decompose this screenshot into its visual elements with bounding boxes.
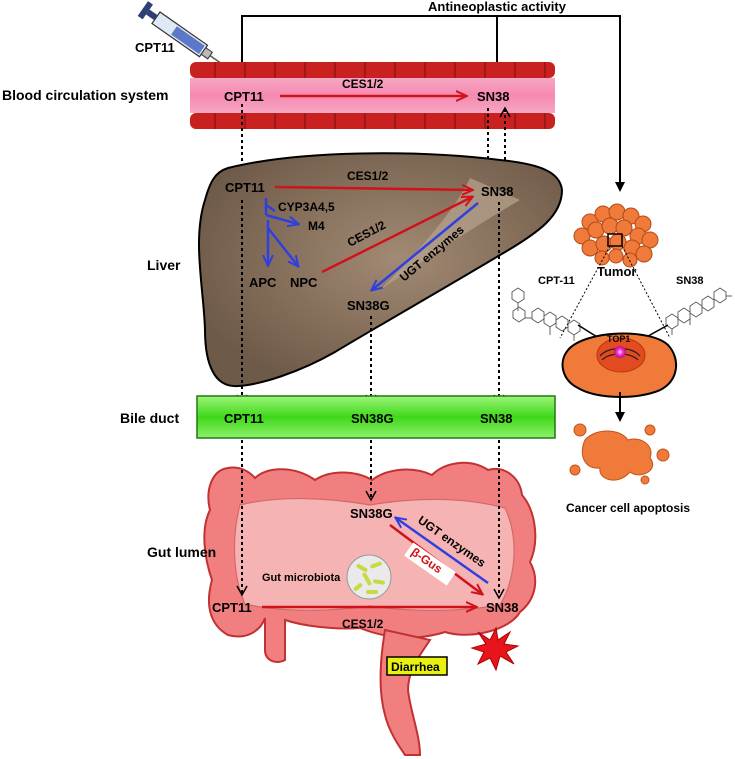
apoptosis-label: Cancer cell apoptosis [566,501,690,515]
injected-drug-label: CPT11 [135,40,175,55]
bile-duct [196,395,556,439]
tumor-label: Tumor [597,264,636,279]
cpt-11-structure-label: CPT-11 [538,275,575,287]
liver-cpt11-sn38-arrow [274,187,472,190]
gut-cpt11-label: CPT11 [212,600,252,615]
cyp-branch-arrows [266,198,298,266]
liver-cpt11-label: CPT11 [225,180,265,195]
gut-ugt-arrow [396,518,489,585]
liver-npc-sn38-arrow [321,197,472,274]
gut-sn38-label: SN38 [486,600,519,615]
apoptotic-cell-icon [569,423,670,485]
tumor-zoom-box [607,233,623,247]
gut-section-label: Gut lumen [147,544,216,560]
sn38-structure-label: SN38 [676,275,704,287]
cpt-11-molecule-icon [511,287,581,341]
antineoplastic-title: Antineoplastic activity [428,0,567,14]
blood-vessel [190,62,555,129]
liver-apc-label: APC [249,275,277,290]
microbiota-icon [346,554,392,600]
gut-sn38g-label: SN38G [350,506,393,521]
gut-enzyme-label: CES1/2 [342,617,384,631]
bile-sn38g-label: SN38G [351,411,394,426]
top1-label: TOP1 [607,334,630,344]
liver-sn38-label: SN38 [481,184,514,199]
bile-cpt11-label: CPT11 [224,411,264,426]
damage-burst-icon [470,626,520,672]
diarrhea-box [386,656,448,676]
gut-microbiota-label: Gut microbiota [262,572,341,584]
sn38-molecule-icon [665,287,732,335]
colon-shape [203,461,537,756]
blood-enzyme-label: CES1/2 [342,77,384,91]
blood-sn38-label: SN38 [477,89,510,104]
liver-npc-label: NPC [290,275,318,290]
liver-cyp-label: CYP3A4,5 [278,200,335,214]
liver-sn38g-label: SN38G [347,298,390,313]
liver-ugt-arrow [372,202,479,290]
liver-enzyme-top: CES1/2 [347,169,389,183]
liver-section-label: Liver [147,257,181,273]
zoom-line-right [621,245,671,339]
gut-bgus-bg [404,542,456,586]
tumor-cluster-icon [573,203,659,268]
diarrhea-label: Diarrhea [391,660,440,674]
liver-highlight [380,178,520,290]
blood-cpt11-label: CPT11 [224,89,264,104]
zoom-line-left [559,245,611,339]
bile-sn38-label: SN38 [480,411,513,426]
top1-enzyme-icon [599,346,641,361]
blood-section-label: Blood circulation system [2,87,168,103]
liver-m4-label: M4 [308,219,325,233]
bile-section-label: Bile duct [120,410,179,426]
